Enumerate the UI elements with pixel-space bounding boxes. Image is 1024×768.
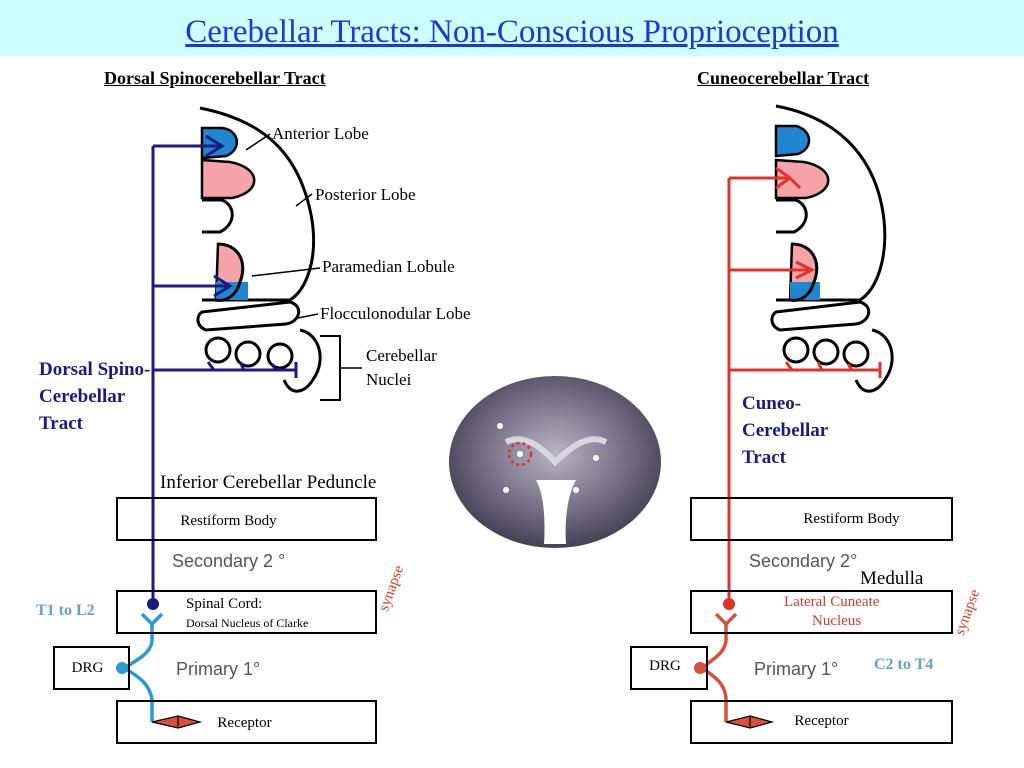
- right-levels-label: C2 to T4: [874, 656, 934, 673]
- paramedian-lobule-label: Paramedian Lobule: [322, 257, 455, 276]
- right-synapse-dot: [723, 598, 735, 610]
- right-nucleus-line1: Lateral Cuneate: [784, 594, 880, 610]
- left-dorsal-tract: [151, 134, 298, 604]
- left-cerebellum: [196, 106, 322, 393]
- anterior-lobe-label: Anterior Lobe: [272, 124, 369, 143]
- right-receptor-box: Receptor: [690, 700, 953, 744]
- left-drg-dot: [116, 662, 128, 674]
- right-nucleus-box: [690, 590, 953, 634]
- left-restiform-box: Restiform Body: [116, 497, 377, 541]
- page-title: Cerebellar Tracts: Non-Conscious Proprio…: [185, 14, 839, 50]
- left-secondary-label: Secondary 2 °: [172, 551, 286, 571]
- right-restiform-label: Restiform Body: [803, 511, 900, 527]
- right-restiform-box: Restiform Body: [690, 497, 953, 541]
- right-tract-label: Cuneo- Cerebellar Tract: [742, 393, 828, 468]
- posterior-lobe-label: Posterior Lobe: [315, 185, 416, 204]
- left-drg-box: DRG: [53, 646, 130, 690]
- right-drg-dot: [694, 662, 706, 674]
- peduncle-label: Inferior Cerebellar Peduncle: [160, 472, 377, 493]
- right-secondary-label: Secondary 2°: [749, 551, 858, 571]
- left-flocculonodular: [196, 300, 301, 332]
- right-receptor-label: Receptor: [794, 713, 849, 729]
- right-cuneo-tract: [727, 166, 882, 604]
- right-drg-label: DRG: [649, 658, 681, 674]
- cerebellar-nuclei-label-1: Cerebellar: [366, 346, 437, 365]
- left-cerebellum-outline: [199, 106, 316, 302]
- left-receptor-box: Receptor: [116, 700, 377, 744]
- right-medulla-label: Medulla: [860, 568, 924, 589]
- left-posterior-lobe: [200, 158, 256, 200]
- left-restiform-label: Restiform Body: [180, 513, 277, 529]
- right-flocculonodular: [770, 300, 871, 332]
- left-nucleus-line1: Spinal Cord:: [186, 596, 263, 612]
- right-primary-label: Primary 1°: [754, 659, 839, 679]
- left-levels-label: T1 to L2: [36, 602, 95, 619]
- left-spinal-cord-box: [116, 590, 377, 634]
- spinal-cord-section-image: [449, 376, 661, 548]
- left-drg-label: DRG: [71, 660, 104, 676]
- left-receptor-label: Receptor: [217, 715, 272, 731]
- left-primary-label: Primary 1°: [176, 659, 261, 679]
- cerebellar-nuclei-label-2: Nuclei: [366, 370, 412, 389]
- right-anterior-lobe: [774, 124, 811, 158]
- right-drg-box: DRG: [630, 646, 708, 690]
- title-bar: [0, 0, 1024, 56]
- left-synapse-dot: [147, 598, 159, 610]
- left-header: Dorsal Spinocerebellar Tract: [104, 68, 326, 88]
- right-posterior-lobe: [774, 158, 830, 200]
- right-cerebellum-outline: [775, 104, 887, 302]
- right-header: Cuneocerebellar Tract: [697, 68, 870, 88]
- left-tract-label: Dorsal Spino- Cerebellar Tract: [39, 359, 151, 434]
- left-nucleus-line2: Dorsal Nucleus of Clarke: [186, 616, 309, 630]
- flocculonodular-lobe-label: Flocculonodular Lobe: [320, 304, 471, 323]
- right-cerebellum: [770, 104, 894, 393]
- right-nucleus-line2: Nucleus: [812, 613, 862, 629]
